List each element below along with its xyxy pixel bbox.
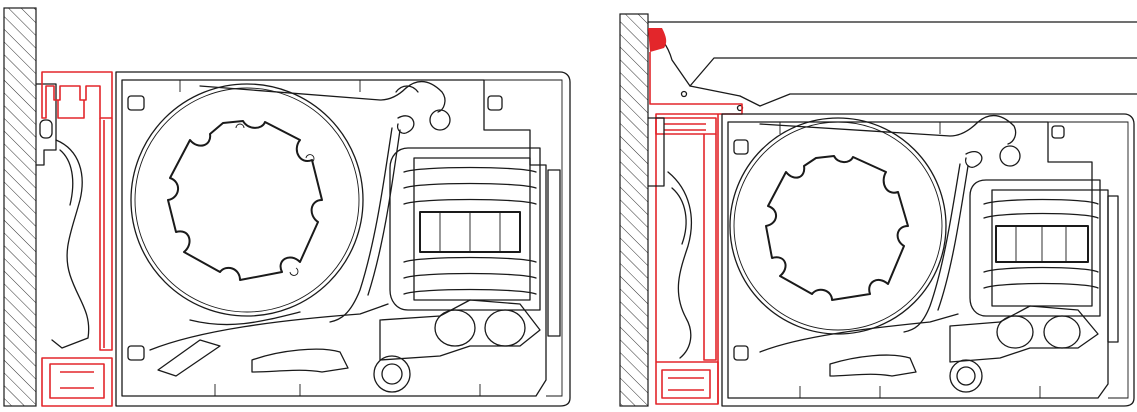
right-section-drawing: [619, 13, 1137, 407]
fabric-guides-right: [759, 115, 1021, 377]
adapter-profile-red-right: [649, 52, 743, 405]
left-section-drawing: [3, 7, 571, 407]
motor-assembly-right: [949, 179, 1119, 393]
fabric-guides: [149, 81, 451, 377]
wall-bracket: [35, 83, 90, 349]
motor-assembly: [373, 147, 561, 393]
cassette-housing: [115, 71, 571, 407]
adapter-profile-red: [41, 71, 113, 407]
wall-bracket-right: [647, 117, 693, 359]
roller-tube: [130, 83, 364, 317]
wall-hatch: [3, 7, 37, 407]
ceiling-profile: [647, 21, 1137, 112]
wall-hatch-right: [619, 13, 649, 407]
roller-tube-right: [729, 117, 947, 335]
